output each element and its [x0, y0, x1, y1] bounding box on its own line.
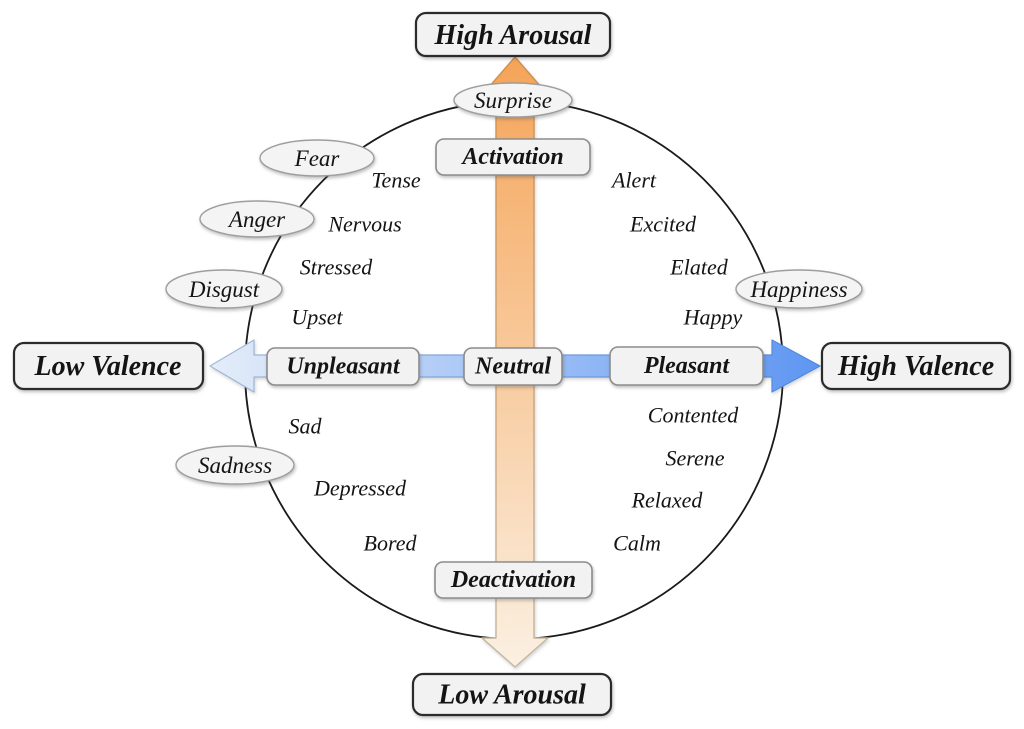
high-arousal-box: High Arousal: [414, 11, 612, 58]
sadness-ellipse: Sadness: [175, 445, 295, 485]
deactivation-box: Deactivation: [434, 561, 593, 599]
high-valence-label: High Valence: [837, 351, 994, 382]
word-sad: Sad: [289, 414, 323, 439]
word-relaxed: Relaxed: [631, 488, 704, 513]
word-stressed: Stressed: [300, 255, 374, 280]
low-arousal-label: Low Arousal: [437, 680, 586, 711]
disgust-ellipse: Disgust: [165, 269, 283, 309]
pleasant-label: Pleasant: [643, 353, 731, 379]
surprise-label: Surprise: [474, 88, 552, 113]
word-calm: Calm: [613, 531, 661, 556]
word-happy: Happy: [683, 305, 743, 330]
word-contented: Contented: [648, 403, 739, 428]
fear-ellipse: Fear: [259, 139, 375, 177]
unpleasant-label: Unpleasant: [286, 354, 401, 380]
low-arousal-box: Low Arousal: [411, 672, 613, 717]
anger-label: Anger: [227, 207, 286, 232]
word-elated: Elated: [669, 255, 728, 280]
activation-box: Activation: [435, 138, 591, 176]
disgust-label: Disgust: [188, 277, 260, 302]
low-valence-label: Low Valence: [34, 351, 182, 382]
word-depressed: Depressed: [313, 476, 407, 501]
happiness-label: Happiness: [749, 277, 847, 302]
sadness-label: Sadness: [198, 453, 272, 478]
word-bored: Bored: [364, 531, 418, 556]
word-serene: Serene: [665, 446, 724, 471]
low-valence-box: Low Valence: [12, 341, 205, 391]
neutral-label: Neutral: [474, 354, 551, 380]
word-excited: Excited: [629, 212, 697, 237]
anger-ellipse: Anger: [199, 200, 315, 238]
neutral-box: Neutral: [463, 347, 563, 386]
word-alert: Alert: [610, 168, 657, 193]
word-tense: Tense: [371, 168, 421, 193]
word-nervous: Nervous: [327, 212, 401, 237]
happiness-ellipse: Happiness: [735, 269, 863, 309]
unpleasant-box: Unpleasant: [266, 347, 420, 386]
pleasant-box: Pleasant: [609, 346, 764, 386]
deactivation-label: Deactivation: [450, 567, 576, 593]
word-upset: Upset: [291, 305, 343, 330]
high-valence-box: High Valence: [820, 341, 1012, 391]
high-arousal-label: High Arousal: [434, 20, 592, 51]
fear-label: Fear: [294, 146, 341, 171]
activation-label: Activation: [460, 144, 563, 170]
surprise-ellipse: Surprise: [453, 82, 573, 118]
